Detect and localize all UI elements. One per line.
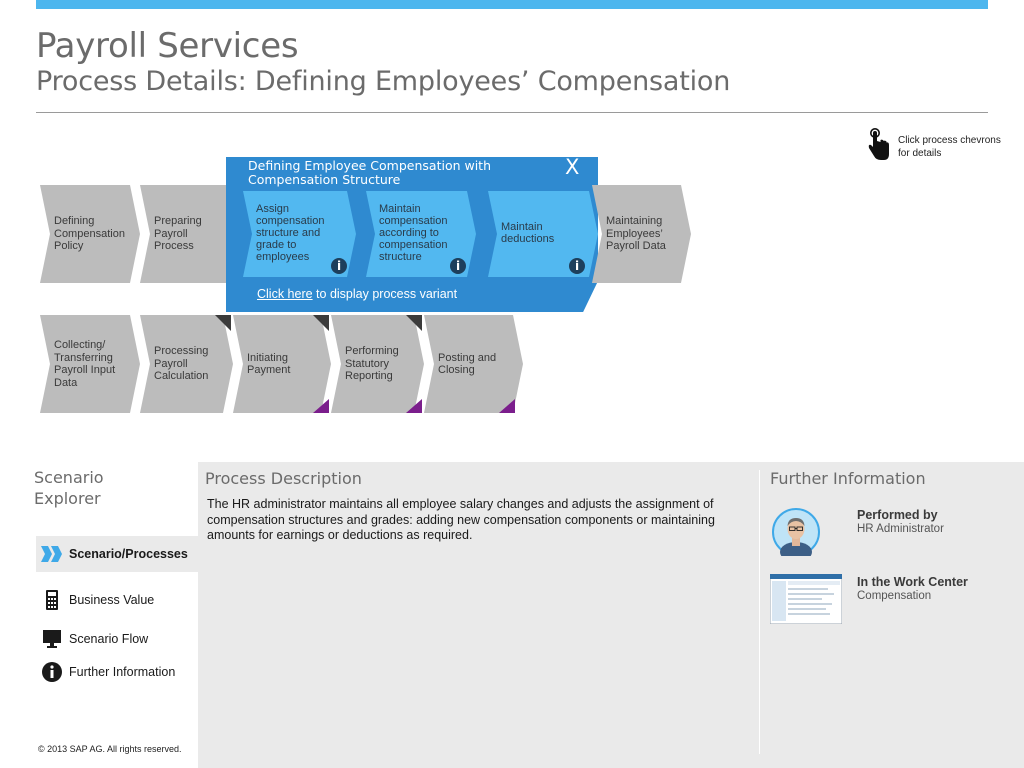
hint-text: Click process chevrons for details: [898, 135, 1001, 159]
corner-marker: [313, 399, 329, 413]
chevron-performing-statutory-reporting[interactable]: Performing Statutory Reporting: [331, 315, 424, 413]
chevron-double-icon: [41, 543, 63, 565]
copyright-footer: © 2013 SAP AG. All rights reserved.: [38, 744, 182, 754]
page-title: Payroll Services: [36, 26, 299, 66]
nav-item-business-value[interactable]: Business Value: [36, 582, 198, 618]
work-center-label: In the Work Center: [857, 575, 968, 589]
process-description-heading: Process Description: [205, 469, 362, 488]
nav-item-scenario-processes[interactable]: Scenario/Processes: [36, 536, 198, 572]
subprocess-maintain-deductions[interactable]: Maintain deductions i: [488, 191, 598, 277]
detail-divider: [759, 470, 760, 754]
subprocess-label: Maintain compensation according to compe…: [379, 203, 448, 263]
nav-item-scenario-flow[interactable]: Scenario Flow: [36, 621, 198, 657]
chevron-collecting-payroll-input[interactable]: Collecting/ Transferring Payroll Input D…: [40, 315, 140, 413]
chevron-posting-and-closing[interactable]: Posting and Closing: [424, 315, 523, 413]
corner-marker: [406, 315, 422, 331]
header-divider: [36, 112, 988, 113]
chevron-label: Performing Statutory Reporting: [345, 345, 399, 383]
corner-marker: [406, 399, 422, 413]
nav-item-further-information[interactable]: Further Information: [36, 654, 198, 690]
chevron-label: Posting and Closing: [438, 351, 497, 376]
detail-area: [198, 462, 1024, 768]
chevron-label: Collecting/ Transferring Payroll Input D…: [54, 339, 116, 389]
chevron-initiating-payment[interactable]: Initiating Payment: [233, 315, 331, 413]
chevron-label: Defining Compensation Policy: [54, 215, 125, 253]
info-icon[interactable]: i: [569, 258, 585, 274]
process-variant-link[interactable]: Click here: [257, 287, 313, 301]
chevron-processing-payroll-calculation[interactable]: Processing Payroll Calculation: [140, 315, 233, 413]
corner-marker: [215, 315, 231, 331]
chevron-label: Processing Payroll Calculation: [154, 345, 209, 383]
nav-item-label: Further Information: [69, 665, 176, 679]
chevron-label: Maintaining Employees’ Payroll Data: [606, 215, 666, 253]
process-variant-text: Click here to display process variant: [257, 287, 457, 301]
corner-marker: [499, 399, 515, 413]
monitor-icon: [41, 628, 63, 650]
info-icon[interactable]: i: [331, 258, 347, 274]
subprocess-assign-compensation[interactable]: Assign compensation structure and grade …: [243, 191, 356, 277]
hand-pointer-icon: [866, 128, 892, 162]
subprocess-label: Assign compensation structure and grade …: [256, 203, 325, 263]
work-center-value: Compensation: [857, 590, 932, 602]
nav-item-label: Business Value: [69, 593, 155, 607]
nav-item-label: Scenario/Processes: [69, 547, 188, 561]
subprocess-maintain-compensation[interactable]: Maintain compensation according to compe…: [366, 191, 476, 277]
chevron-preparing-payroll-process[interactable]: Preparing Payroll Process: [140, 185, 240, 283]
close-icon[interactable]: X: [565, 155, 580, 179]
process-description-text: The HR administrator maintains all emplo…: [207, 497, 715, 542]
corner-marker: [313, 315, 329, 331]
process-variant-suffix: to display process variant: [312, 287, 458, 301]
chevron-maintaining-employees-payroll-data[interactable]: Maintaining Employees’ Payroll Data: [592, 185, 691, 283]
info-icon: [41, 661, 63, 683]
top-accent-bar: [36, 0, 988, 9]
subprocess-label: Maintain deductions: [501, 221, 555, 245]
performed-by-value: HR Administrator: [857, 523, 944, 535]
page-subtitle: Process Details: Defining Employees’ Com…: [36, 66, 731, 97]
chevron-defining-compensation-policy[interactable]: Defining Compensation Policy: [40, 185, 140, 283]
hr-administrator-avatar: [772, 508, 820, 562]
nav-item-label: Scenario Flow: [69, 632, 149, 646]
panel-title: Defining Employee Compensation with Comp…: [248, 158, 492, 187]
work-center-screenshot-thumbnail: [769, 573, 843, 625]
further-information-heading: Further Information: [770, 469, 926, 488]
info-icon[interactable]: i: [450, 258, 466, 274]
performed-by-label: Performed by: [857, 508, 938, 522]
chevron-label: Initiating Payment: [247, 351, 291, 376]
chevron-label: Preparing Payroll Process: [154, 215, 202, 253]
scenario-explorer-title: Scenario Explorer: [34, 468, 104, 508]
calculator-icon: [41, 589, 63, 611]
